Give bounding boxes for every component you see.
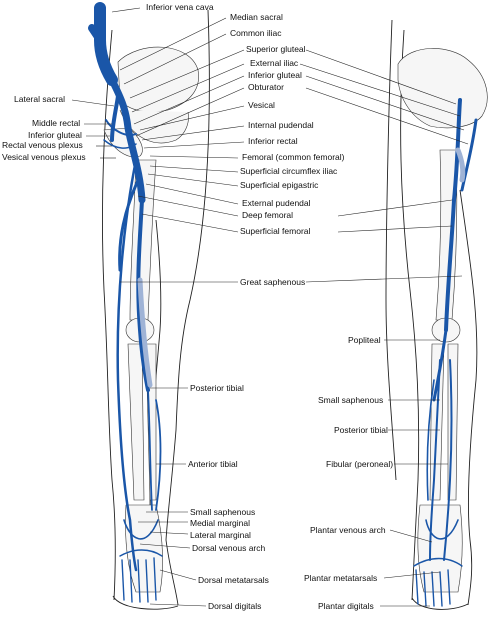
label-dorsal-digitals: Dorsal digitals [208, 601, 261, 611]
label-external-pudendal: External pudendal [242, 198, 311, 208]
label-inferior-gluteal-right: Inferior gluteal [248, 70, 302, 80]
great-saphenous-vein [116, 158, 138, 572]
label-plantar-metatarsals: Plantar metatarsals [304, 573, 377, 583]
femoral-vein [136, 198, 150, 392]
label-deep-femoral: Deep femoral [242, 210, 293, 220]
label-anterior-tibial: Anterior tibial [188, 459, 238, 469]
label-common-iliac: Common iliac [230, 28, 282, 38]
label-small-saphenous-right: Small saphenous [318, 395, 383, 405]
label-popliteal: Popliteal [348, 335, 381, 345]
label-great-saphenous: Great saphenous [240, 277, 305, 287]
label-rectal-venous-plexus: Rectal venous plexus [2, 140, 83, 150]
label-obturator: Obturator [248, 82, 284, 92]
label-median-sacral: Median sacral [230, 12, 283, 22]
label-internal-pudendal: Internal pudendal [248, 120, 314, 130]
label-vesical-venous-plexus: Vesical venous plexus [2, 152, 86, 162]
label-inferior-vena-cava: Inferior vena cava [146, 2, 214, 12]
internal-iliac-vein [110, 94, 120, 142]
deep-femoral-vein [118, 174, 142, 272]
label-lateral-marginal: Lateral marginal [190, 530, 251, 540]
labels: Inferior vena cava Median sacral Common … [2, 2, 393, 611]
label-dorsal-metatarsals: Dorsal metatarsals [198, 575, 269, 585]
label-superficial-epigastric: Superficial epigastric [240, 180, 319, 190]
label-plantar-digitals: Plantar digitals [318, 601, 374, 611]
anterior-veins [88, 2, 163, 603]
label-posterior-tibial-right: Posterior tibial [334, 425, 388, 435]
label-plantar-venous-arch: Plantar venous arch [310, 525, 386, 535]
leader-lines [71, 7, 469, 607]
inferior-vena-cava [94, 2, 118, 86]
label-external-iliac: External iliac [250, 58, 299, 68]
label-superior-gluteal: Superior gluteal [246, 44, 306, 54]
label-posterior-tibial-left: Posterior tibial [190, 383, 244, 393]
label-inferior-gluteal-left: Inferior gluteal [28, 130, 82, 140]
posterior-veins [413, 98, 478, 607]
posterior-leg-outline [385, 19, 478, 610]
label-dorsal-venous-arch: Dorsal venous arch [192, 543, 266, 553]
label-vesical: Vesical [248, 100, 275, 110]
label-superficial-femoral: Superficial femoral [240, 226, 311, 236]
label-femoral: Femoral (common femoral) [242, 152, 345, 162]
label-medial-marginal: Medial marginal [190, 518, 250, 528]
label-superficial-circumflex-iliac: Superficial circumflex iliac [240, 166, 338, 176]
posterior-skeleton [397, 48, 488, 593]
label-lateral-sacral: Lateral sacral [14, 94, 65, 104]
label-fibular: Fibular (peroneal) [326, 459, 393, 469]
label-middle-rectal: Middle rectal [32, 118, 80, 128]
label-inferior-rectal: Inferior rectal [248, 136, 298, 146]
label-small-saphenous-left: Small saphenous [190, 507, 255, 517]
